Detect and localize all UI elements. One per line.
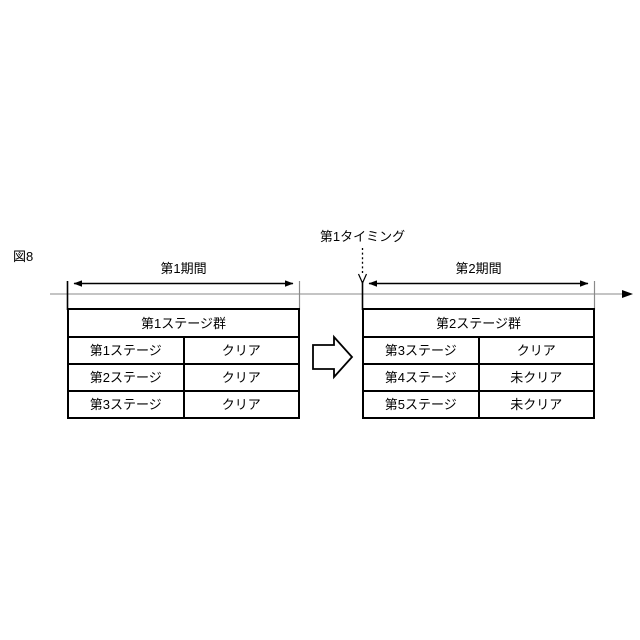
table-row: 第2ステージ クリア — [69, 364, 298, 392]
timing-marker-label: 第1タイミング — [319, 229, 406, 244]
stage-state-cell: 未クリア — [478, 364, 593, 392]
table-row: 第5ステージ 未クリア — [364, 391, 593, 417]
stage-group-header: 第2ステージ群 — [364, 310, 593, 338]
stage-name-cell: 第3ステージ — [364, 337, 480, 365]
stage-state-cell: クリア — [183, 337, 298, 365]
period-1-span — [66, 280, 301, 310]
stage-name-cell: 第4ステージ — [364, 364, 480, 392]
block-arrow-right-icon — [312, 334, 354, 380]
stage-group-header: 第1ステージ群 — [69, 310, 298, 338]
stage-group-2-table: 第2ステージ群 第3ステージ クリア 第4ステージ 未クリア 第5ステージ 未ク… — [362, 308, 595, 419]
table-header-row: 第2ステージ群 — [364, 310, 593, 338]
stage-name-cell: 第3ステージ — [69, 391, 185, 417]
table-row: 第3ステージ クリア — [364, 337, 593, 365]
period-2-label: 第2期間 — [455, 261, 502, 276]
table-row: 第4ステージ 未クリア — [364, 364, 593, 392]
stage-state-cell: クリア — [183, 364, 298, 392]
figure-number-label: 図8 — [13, 249, 34, 264]
stage-state-cell: クリア — [221, 397, 261, 412]
stage-group-1-table: 第1ステージ群 第1ステージ クリア 第2ステージ クリア 第3ステージ クリア — [67, 308, 300, 419]
period-2-span — [361, 280, 596, 310]
stage-name-cell: 第1ステージ — [69, 337, 185, 365]
stage-state-cell: クリア — [478, 337, 593, 365]
stage-name-cell: 第2ステージ — [69, 364, 185, 392]
table-row: 第1ステージ クリア — [69, 337, 298, 365]
stage-name-cell: 第5ステージ — [364, 391, 480, 417]
stage-state-cell: 未クリア — [510, 397, 563, 412]
period-1-label: 第1期間 — [160, 261, 207, 276]
time-axis — [50, 290, 633, 298]
table-row: 第3ステージ クリア — [69, 391, 298, 417]
table-header-row: 第1ステージ群 — [69, 310, 298, 338]
